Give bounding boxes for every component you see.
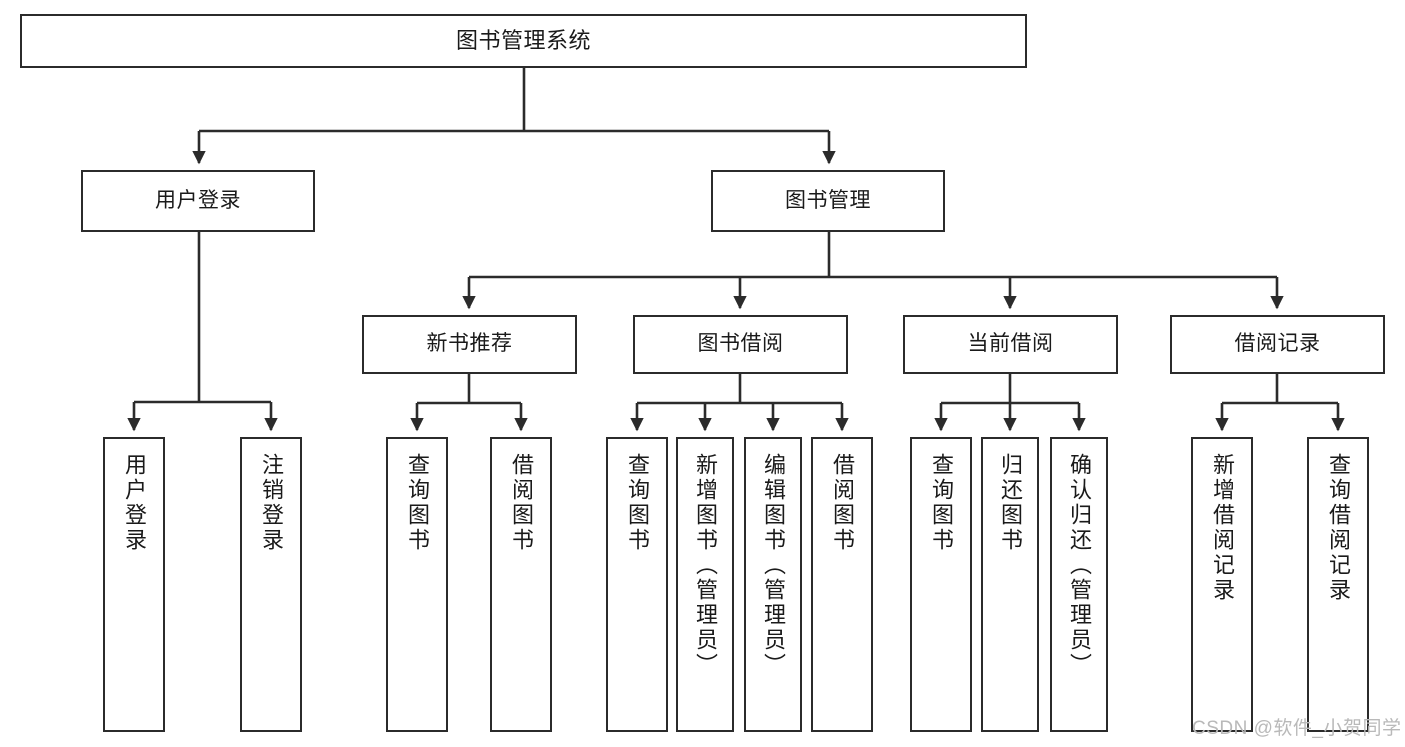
node-leaf-query-books-current[interactable]: 查询图书: [910, 437, 972, 732]
node-user-login[interactable]: 用户登录: [81, 170, 315, 232]
node-label: 用户登录: [122, 453, 147, 553]
node-label: 注销登录: [259, 453, 284, 553]
node-leaf-query-books-borrow[interactable]: 查询图书: [606, 437, 668, 732]
node-borrow-record[interactable]: 借阅记录: [1170, 315, 1385, 374]
node-book-borrow[interactable]: 图书借阅: [633, 315, 848, 374]
node-label: 借阅图书: [509, 453, 534, 553]
node-label: 用户登录: [155, 188, 241, 212]
node-leaf-add-book-admin[interactable]: 新增图书（管理员）: [676, 437, 734, 732]
node-label: 借阅记录: [1234, 332, 1321, 356]
node-label: 编辑图书（管理员）: [761, 453, 786, 678]
node-label: 查询图书: [929, 453, 954, 553]
node-label: 图书借阅: [697, 332, 784, 356]
node-leaf-query-borrow-record[interactable]: 查询借阅记录: [1307, 437, 1369, 732]
csdn-watermark: CSDN @软件_小贺同学: [1192, 718, 1402, 739]
node-leaf-borrow-books-borrow[interactable]: 借阅图书: [811, 437, 873, 732]
node-label: 借阅图书: [830, 453, 855, 553]
node-label: 新书推荐: [426, 332, 513, 356]
node-label: 图书管理系统: [455, 28, 591, 54]
node-leaf-logout-login[interactable]: 注销登录: [240, 437, 302, 732]
node-leaf-add-borrow-record[interactable]: 新增借阅记录: [1191, 437, 1253, 732]
node-leaf-edit-book-admin[interactable]: 编辑图书（管理员）: [744, 437, 802, 732]
node-label: 新增借阅记录: [1210, 453, 1235, 603]
node-label: 确认归还（管理员）: [1067, 453, 1092, 678]
node-root-book-management-system[interactable]: 图书管理系统: [20, 14, 1027, 68]
node-leaf-borrow-books-recommend[interactable]: 借阅图书: [490, 437, 552, 732]
node-label: 新增图书（管理员）: [693, 453, 718, 678]
node-leaf-user-login[interactable]: 用户登录: [103, 437, 165, 732]
node-label: 查询图书: [625, 453, 650, 553]
node-label: 查询借阅记录: [1326, 453, 1351, 603]
node-book-manage[interactable]: 图书管理: [711, 170, 945, 232]
node-new-book-recommend[interactable]: 新书推荐: [362, 315, 577, 374]
node-leaf-query-books-recommend[interactable]: 查询图书: [386, 437, 448, 732]
node-leaf-confirm-return-admin[interactable]: 确认归还（管理员）: [1050, 437, 1108, 732]
node-leaf-return-books[interactable]: 归还图书: [981, 437, 1039, 732]
node-label: 图书管理: [785, 188, 871, 212]
node-label: 当前借阅: [967, 332, 1054, 356]
node-label: 查询图书: [405, 453, 430, 553]
node-current-borrow[interactable]: 当前借阅: [903, 315, 1118, 374]
node-label: 归还图书: [998, 453, 1023, 553]
